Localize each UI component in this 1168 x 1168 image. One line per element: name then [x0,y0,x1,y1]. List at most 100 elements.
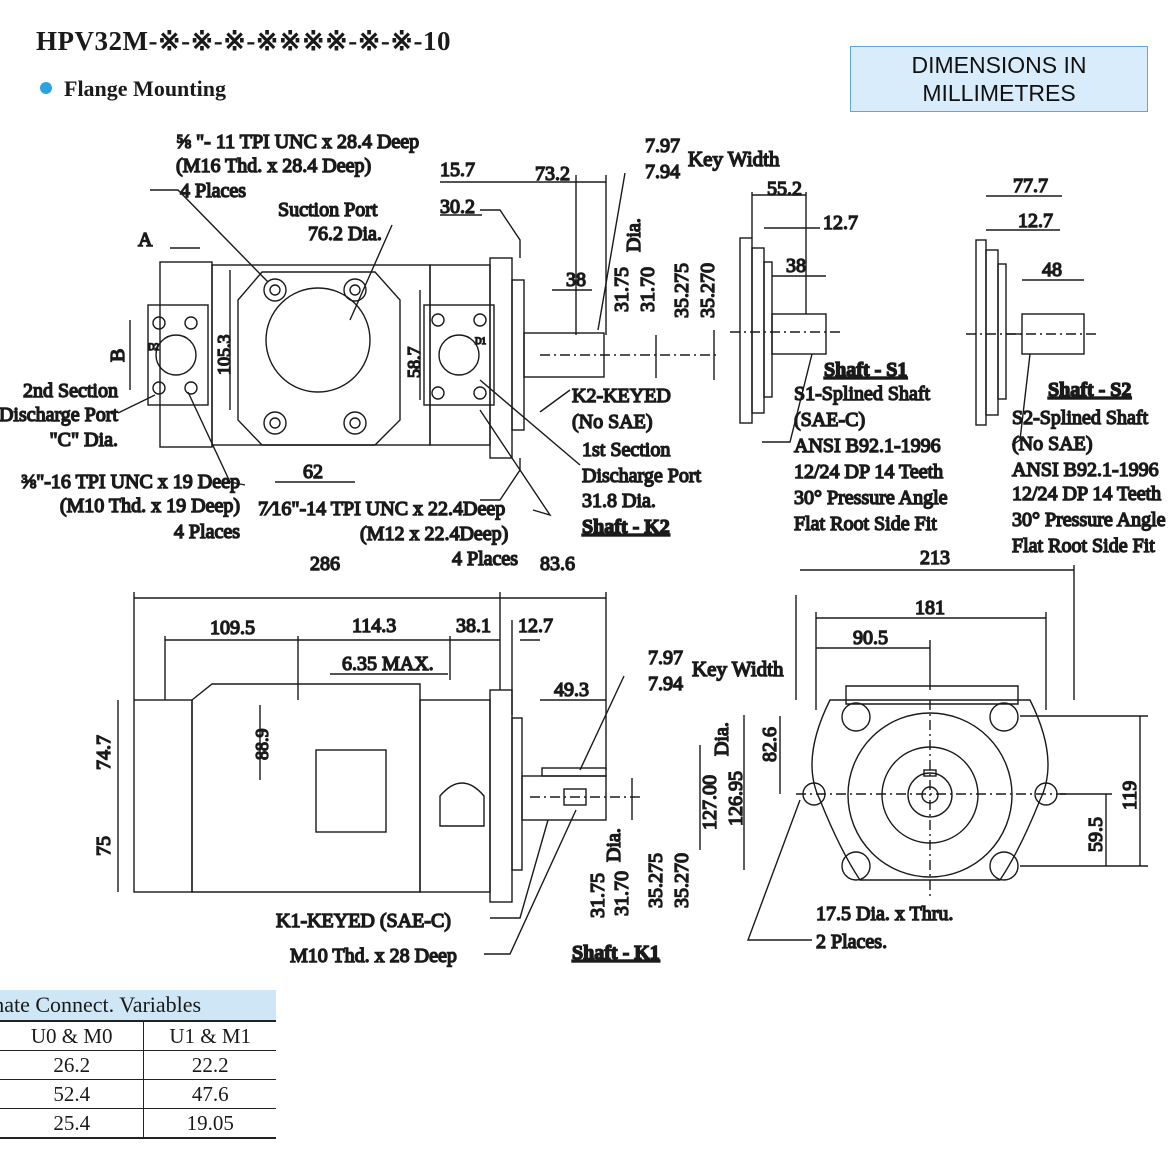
first-l2: Discharge Port [582,465,701,487]
table-cell: 26.2 [0,1050,145,1080]
d2-bolt [152,316,166,330]
dim-49-3: 49.3 [554,679,589,701]
d2-bolt [184,316,198,330]
rear-port-block [147,304,209,406]
d1-label: D1 [475,336,486,346]
dim-74-7: 74.7 [93,735,115,770]
key-width: Key Width [688,147,780,171]
second-l3: "C" Dia. [49,429,118,451]
d2-bolt [152,381,166,395]
dim-62: 62 [303,461,323,483]
s2-dim-12-7: 12.7 [1018,210,1053,232]
rear-cover [159,261,213,448]
dim-59-5: 59.5 [1085,817,1107,852]
front-bolt-hole [989,851,1019,881]
bolt-note-l1: ⅝ "- 11 TPI UNC x 28.4 Deep [176,131,419,153]
front-view [746,565,1148,941]
shaft-s2-view [966,195,1098,446]
s2-l6: Flat Root Side Fit [1012,535,1155,557]
d2-label: D2 [148,342,159,352]
bolt2-l2: (M10 Thd. x 19 Deep) [60,495,240,517]
s1-dim-12-7: 12.7 [823,212,858,234]
suction-flange [237,271,401,446]
suction-port-circle [265,287,371,393]
dim-38-1: 38.1 [456,615,491,637]
s2-l2: (No SAE) [1012,433,1093,455]
first-l1: 1st Section [582,439,670,461]
dim-114-3: 114.3 [352,615,396,637]
top-view [117,172,720,517]
first-l3: 31.8 Dia. [582,490,656,512]
suction-l2: 76.2 Dia. [308,223,382,245]
side-dim-31-70: 31.70 [611,871,633,916]
side-rear-cover [133,699,193,893]
dim-12-7-side: 12.7 [518,615,553,637]
s2-dim-77-7: 77.7 [1013,175,1048,197]
flange-bolt [263,278,287,302]
subtitle: Flange Mounting [64,76,226,101]
label-a: A [138,229,153,251]
side-dim-31-75: 31.75 [587,873,609,918]
dim-58-7: 58.7 [404,347,424,379]
bolt2-l1: ⅜"-16 TPI UNC x 19 Deep [21,471,240,493]
dim-35-275: 35.275 [671,263,693,318]
col-header: U1 & M1 [143,1022,276,1051]
s1-dim-55-2: 55.2 [767,178,802,200]
table-cell: 22.2 [143,1050,276,1080]
table-cell: 25.4 [0,1108,145,1139]
table-cell: 52.4 [0,1079,145,1109]
dim-15-7: 15.7 [440,159,475,181]
units-note-line2: MILLIMETRES [922,80,1076,106]
dim-109-5: 109.5 [210,617,255,639]
d2-port-circle [155,334,197,376]
s2-l5: 30° Pressure Angle [1012,509,1166,531]
table-header-row: U0 & M0 U1 & M1 [0,1022,276,1051]
shaft-k1-title: Shaft - K1 [572,942,660,964]
dim-6-35: 6.35 MAX. [342,653,434,675]
front-bolt-hole [989,702,1019,732]
s1-l5: 30° Pressure Angle [794,487,948,509]
dia-label: Dia. [623,218,645,252]
bolt2-l3: 4 Places [174,521,240,543]
label-b: B [107,349,129,362]
dim-126-95: 126.95 [725,771,747,826]
s1-title: Shaft - S1 [824,359,907,381]
s2-l1: S2-Splined Shaft [1012,407,1149,429]
dim-73-2: 73.2 [535,163,570,185]
shaft-k2-title: Shaft - K2 [582,516,670,538]
flange-bolt [343,411,367,435]
d1-port-circle [438,334,480,376]
dim-119: 119 [1119,781,1141,810]
side-dim-35-270: 35.270 [671,853,693,908]
s2-l4: 12/24 DP 14 Teeth [1012,483,1161,505]
flange-bolt [263,411,287,435]
s1-l2: (SAE-C) [794,409,865,431]
side-key-width: Key Width [692,657,784,681]
page-title: HPV32M-※-※-※-※※※※-※-※-10 [36,26,452,56]
dim-286: 286 [310,553,340,575]
dim-213: 213 [920,547,950,569]
variables-table: U0 & M0 U1 & M1 26.2 22.2 52.4 47.6 25.4… [0,1022,276,1139]
units-note-box: DIMENSIONS IN MILLIMETRES [850,46,1148,112]
flange-bolt [343,278,367,302]
hole-l1: 17.5 Dia. x Thru. [816,903,953,925]
d1-port-block [423,304,495,406]
m10-label: M10 Thd. x 28 Deep [290,945,457,967]
d2-bolt [184,381,198,395]
side-flange [489,689,513,903]
bolt3-l1: 7⁄16"-14 TPI UNC x 22.4Deep [258,498,505,520]
table-cell: 47.6 [143,1079,276,1109]
dim-30-2: 30.2 [440,196,475,218]
table-cell: 19.05 [143,1108,276,1139]
table-row: 26.2 22.2 [0,1050,276,1080]
dim-181: 181 [915,597,945,619]
dim-82-6: 82.6 [759,727,781,762]
s1-spline [771,313,827,355]
dim-83-6: 83.6 [540,553,575,575]
variables-table-title: Alternate Connect. Variables [0,990,276,1022]
dim-31-75: 31.75 [611,267,633,312]
k2-l2: (No SAE) [572,411,653,433]
dim-127-00: 127.00 [699,775,721,830]
side-view [117,592,745,955]
